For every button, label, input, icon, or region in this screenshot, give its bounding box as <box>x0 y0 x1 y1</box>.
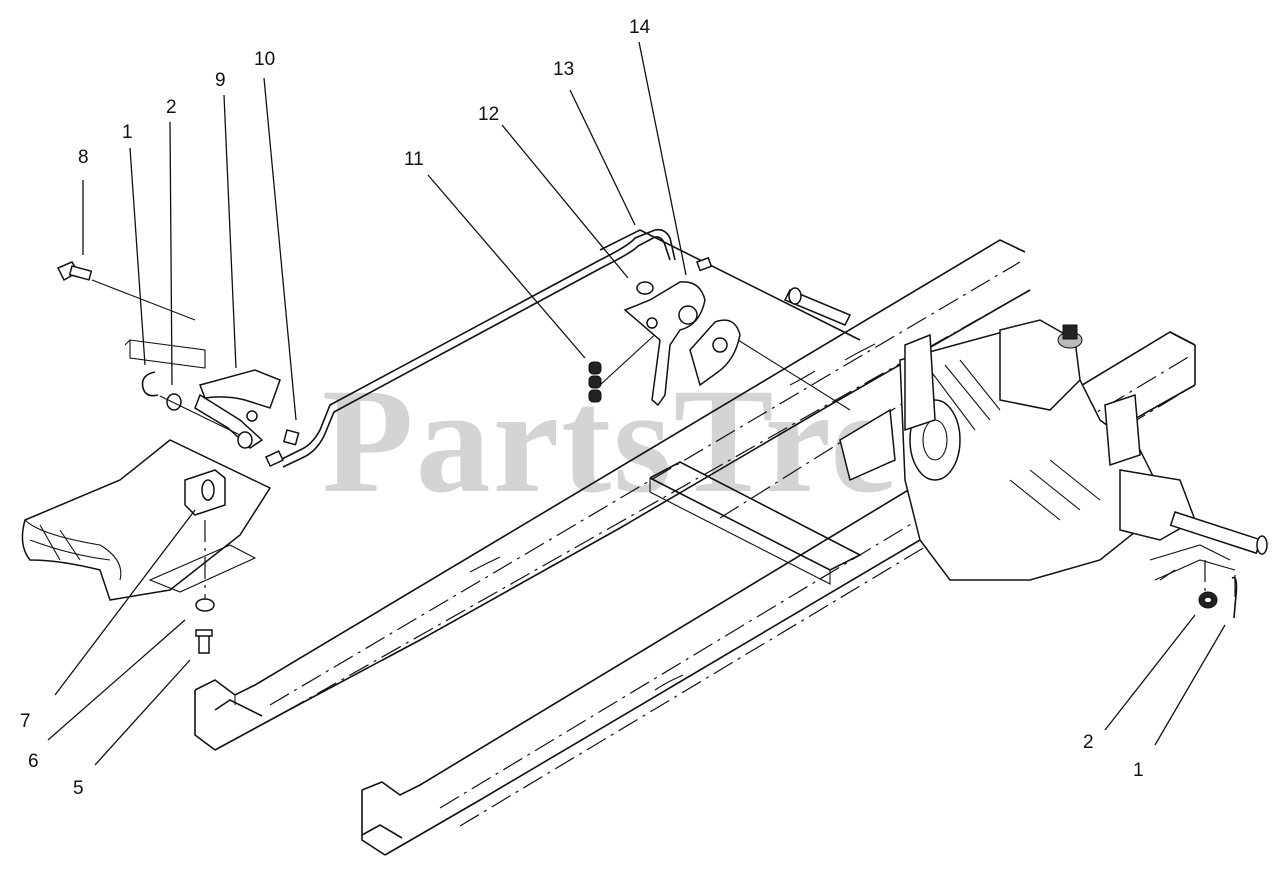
callout-12: 12 <box>478 104 500 125</box>
callout-1-bottom: 1 <box>1133 760 1144 781</box>
brake-pedal <box>124 339 300 449</box>
bolt-8 <box>56 261 196 321</box>
washer-bolt-lower-left <box>195 598 215 654</box>
callout-7: 7 <box>20 711 31 732</box>
cross-members <box>599 229 941 585</box>
rear-bracket <box>1154 559 1236 612</box>
spring-11 <box>588 329 661 403</box>
transaxle-assembly <box>783 287 1268 581</box>
callout-14: 14 <box>629 17 651 38</box>
washer-pin-right <box>1198 576 1238 619</box>
callout-2-top: 2 <box>166 97 177 118</box>
frame-rail-right <box>361 331 1196 856</box>
callout-6: 6 <box>28 751 39 772</box>
callout-10: 10 <box>254 49 276 70</box>
callout-1-top: 1 <box>122 122 133 143</box>
callout-9: 9 <box>215 70 226 91</box>
brake-rod <box>265 228 713 468</box>
callout-leaders <box>47 41 1226 766</box>
callout-13: 13 <box>553 59 575 80</box>
hairpin-washer-left <box>141 371 241 436</box>
callout-2-bottom: 2 <box>1083 732 1094 753</box>
callout-11: 11 <box>404 149 424 170</box>
callout-5: 5 <box>73 778 84 799</box>
lever-bracket-14 <box>623 281 851 411</box>
footrest-7 <box>21 439 272 601</box>
frame-rail-left <box>194 239 1031 751</box>
callout-8: 8 <box>78 147 89 168</box>
